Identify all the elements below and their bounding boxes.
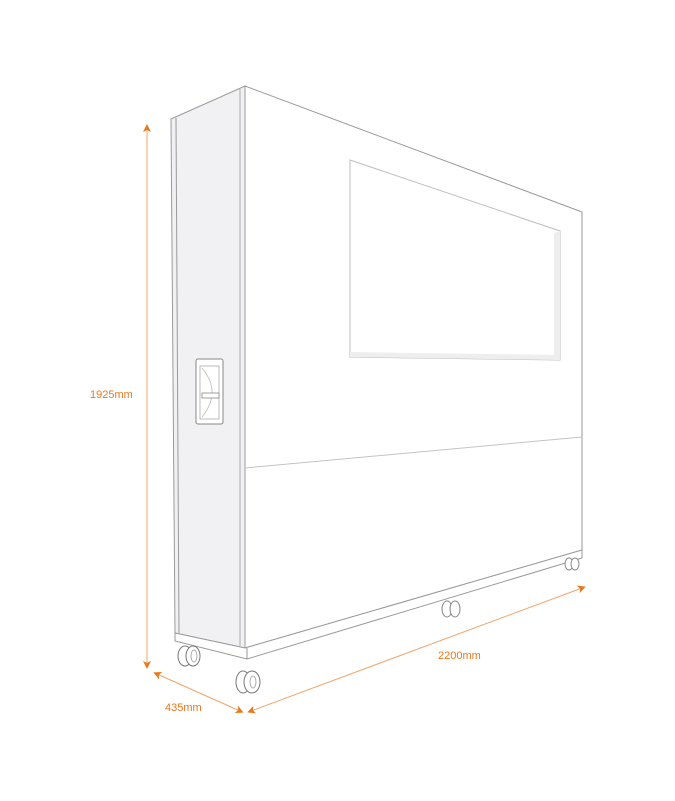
width-dimension-label: 2200mm <box>438 650 481 662</box>
depth-dimension-label: 435mm <box>165 702 202 714</box>
panel-seam-line <box>244 436 583 469</box>
castor-wheel-front-left <box>177 645 201 667</box>
window-panel <box>349 159 561 361</box>
castor-wheel-middle <box>441 600 461 618</box>
castor-wheel-front-right <box>235 670 261 694</box>
width-dimension-line <box>247 585 586 714</box>
castor-wheel-rear-right <box>564 557 580 571</box>
recessed-handle-icon <box>195 358 224 425</box>
front-panel <box>244 85 583 649</box>
base-plinth <box>174 549 583 660</box>
height-dimension-label: 1925mm <box>90 389 133 401</box>
depth-dimension-line <box>153 671 244 714</box>
